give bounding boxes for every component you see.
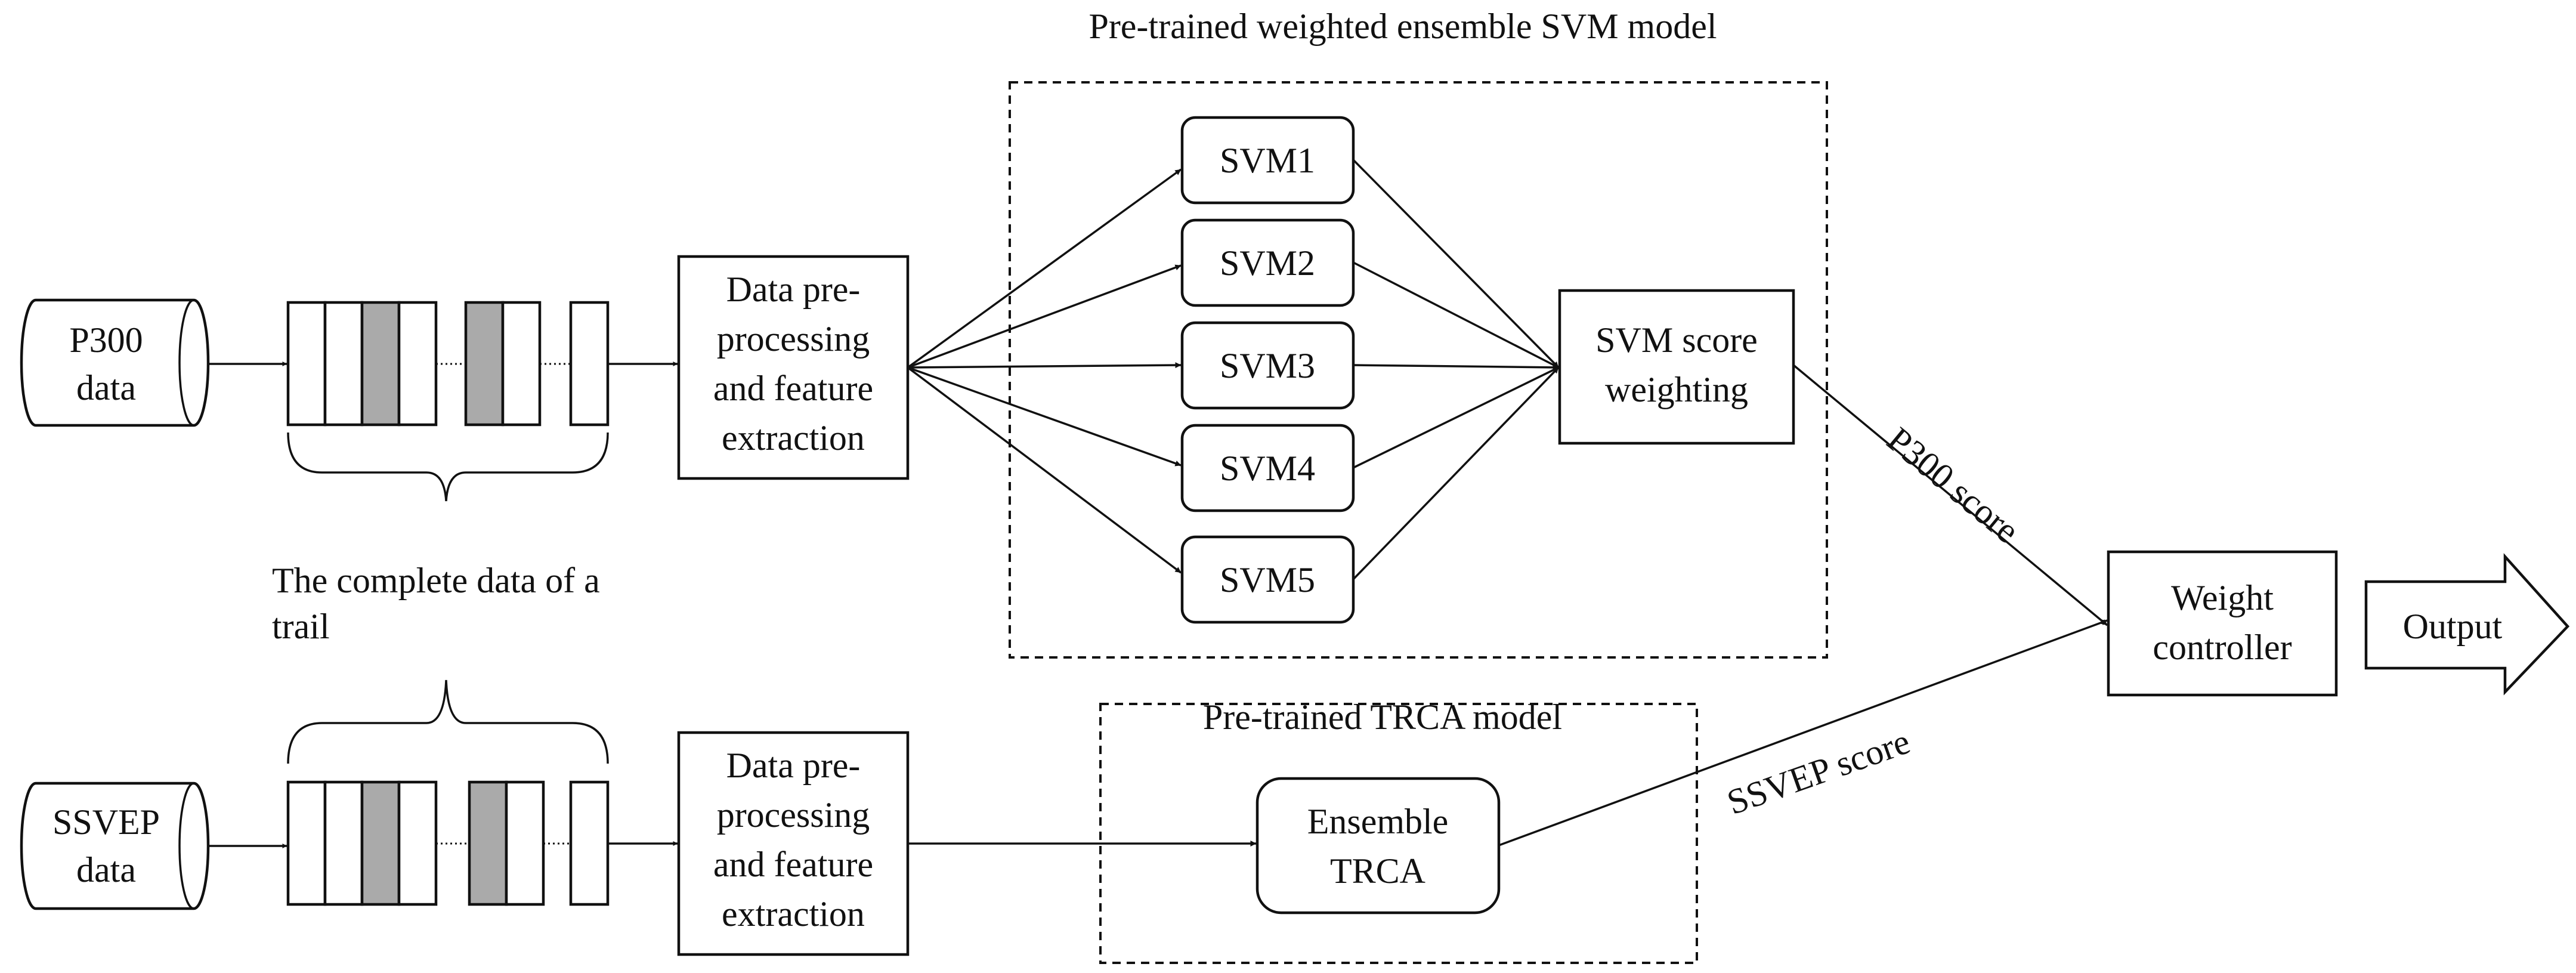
- ssvep-trail-brace: [287, 679, 609, 764]
- p300-preprocessing-line2: processing: [717, 319, 870, 359]
- ensemble-trca-box: Ensemble TRCA: [1255, 777, 1501, 915]
- p300-preprocessing-line4: extraction: [722, 418, 865, 458]
- connectors: [208, 159, 2108, 848]
- ssvep-preprocessing-line3: and feature: [713, 845, 873, 884]
- p300-preprocessing-line3: and feature: [713, 369, 873, 408]
- svm1-label: SVM1: [1220, 141, 1315, 180]
- ensemble-trca-line2: TRCA: [1330, 851, 1425, 891]
- weight-controller-box: Weight controller: [2107, 550, 2338, 697]
- weight-controller-line2: controller: [2153, 628, 2292, 667]
- svm3-label: SVM3: [1220, 346, 1315, 385]
- p300-preprocessing-line1: Data pre-: [726, 270, 861, 309]
- ssvep-preprocessing-line2: processing: [717, 795, 870, 835]
- ssvep-data-label-line2: data: [76, 850, 136, 889]
- svm3-box: SVM3: [1180, 321, 1355, 410]
- svm4-box: SVM4: [1180, 424, 1355, 512]
- ssvep-preprocessing-box: Data pre- processing and feature extract…: [677, 731, 910, 956]
- ssvep-data-cylinder: SSVEP data: [20, 782, 210, 910]
- svm-weighting-line2: weighting: [1605, 370, 1748, 409]
- svm-score-weighting-box: SVM score weighting: [1558, 289, 1795, 445]
- ssvep-trial-segments: [286, 780, 610, 906]
- svm-model-title: Pre-trained weighted ensemble SVM model: [1088, 7, 1717, 46]
- weight-controller-line1: Weight: [2171, 578, 2274, 617]
- p300-preprocessing-box: Data pre- processing and feature extract…: [677, 255, 910, 480]
- svm2-label: SVM2: [1220, 243, 1315, 283]
- p300-score-label: P300 score: [1880, 419, 2027, 551]
- svm2-box: SVM2: [1180, 218, 1355, 307]
- ssvep-data-label-line1: SSVEP: [52, 802, 160, 842]
- p300-data-label-line1: P300: [69, 320, 143, 360]
- svm-model-group-box: [1009, 81, 1828, 659]
- trail-label-line2: trail: [272, 607, 330, 646]
- ssvep-preprocessing-line4: extraction: [722, 894, 865, 934]
- ssvep-preprocessing-line1: Data pre-: [726, 746, 861, 785]
- svm5-label: SVM5: [1220, 560, 1315, 600]
- svm-weighting-line1: SVM score: [1595, 320, 1758, 360]
- ensemble-trca-line1: Ensemble: [1307, 802, 1449, 841]
- svm1-box: SVM1: [1180, 116, 1355, 205]
- svm5-box: SVM5: [1180, 535, 1355, 624]
- p300-data-label-line2: data: [76, 368, 136, 407]
- p300-trial-segments: [286, 301, 610, 427]
- trca-model-title: Pre-trained TRCA model: [1203, 697, 1562, 737]
- svm4-label: SVM4: [1220, 449, 1315, 488]
- trca-model-group-box: [1099, 703, 1698, 964]
- ssvep-score-label: SSVEP score: [1722, 721, 1915, 822]
- output-arrow-shape: Output: [2364, 553, 2570, 696]
- p300-trail-brace: [287, 432, 609, 502]
- p300-data-cylinder: P300 data: [20, 298, 210, 427]
- trail-label-line1: The complete data of a: [272, 561, 600, 600]
- output-label: Output: [2403, 607, 2503, 646]
